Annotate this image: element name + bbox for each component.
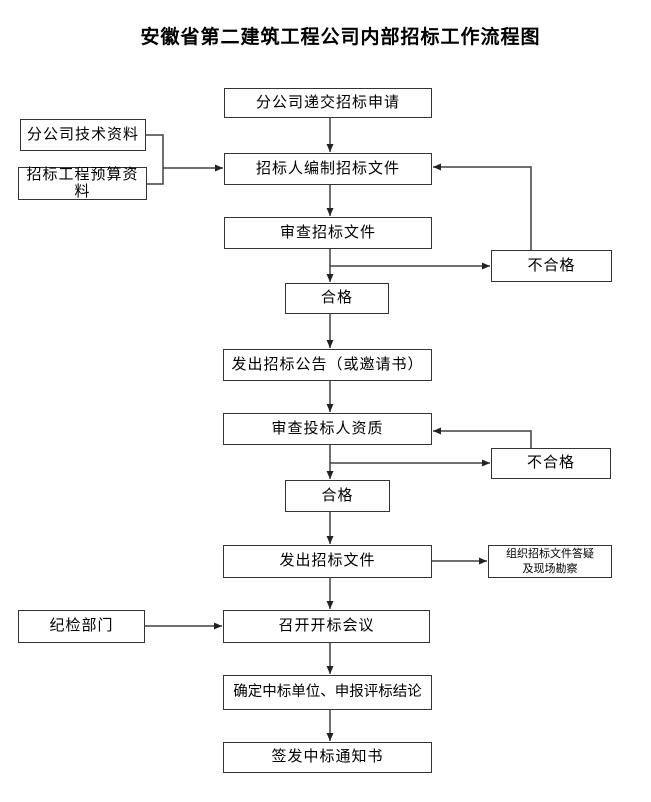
- node-determine-winner-report-conclusion: 确定中标单位、申报评标结论: [223, 675, 432, 710]
- node-label: 招标人编制招标文件: [255, 159, 400, 177]
- node-qualified-2: 合格: [285, 480, 390, 512]
- node-review-bid-documents: 审查招标文件: [224, 217, 432, 249]
- node-label: 合格: [321, 486, 354, 504]
- node-label: 纪检部门: [49, 617, 114, 635]
- node-label: 发出招标公告（或邀请书）: [231, 355, 424, 373]
- node-issue-bid-documents: 发出招标文件: [223, 545, 432, 578]
- page-title: 安徽省第二建筑工程公司内部招标工作流程图: [140, 27, 541, 48]
- node-label: 不合格: [527, 256, 576, 274]
- node-label: 审查投标人资质: [271, 419, 384, 437]
- node-organize-qa-site-survey: 组织招标文件答疑 及现场勘察: [488, 545, 612, 578]
- connector-tech-budget-bracket: [146, 134, 164, 185]
- node-label: 合格: [320, 289, 353, 307]
- node-project-budget-materials: 招标工程预算资料: [18, 166, 147, 200]
- node-issue-announcement: 发出招标公告（或邀请书）: [223, 349, 432, 381]
- node-label: 分公司技术资料: [26, 125, 139, 143]
- connector-fail2-loop-to-review-bidders: [433, 427, 532, 448]
- node-label: 组织招标文件答疑 及现场勘察: [506, 547, 594, 577]
- node-label: 确定中标单位、申报评标结论: [233, 683, 422, 700]
- node-label-line1: 组织招标文件答疑: [506, 547, 594, 560]
- node-label-line2: 及现场勘察: [522, 562, 578, 575]
- node-label: 审查招标文件: [279, 223, 376, 241]
- node-branch-submit-application: 分公司递交招标申请: [224, 88, 432, 118]
- node-label: 签发中标通知书: [271, 748, 384, 766]
- node-label: 分公司递交招标申请: [255, 93, 400, 111]
- node-unqualified-2: 不合格: [491, 448, 611, 479]
- connector-fail1-loop-to-compile: [433, 163, 532, 250]
- node-bid-opening-meeting: 召开开标会议: [223, 610, 430, 643]
- node-label: 发出招标文件: [279, 552, 376, 570]
- node-review-bidder-qualifications: 审查投标人资质: [223, 413, 432, 445]
- node-issue-award-notice: 签发中标通知书: [223, 742, 432, 773]
- node-qualified-1: 合格: [285, 283, 389, 314]
- node-unqualified-1: 不合格: [491, 250, 612, 282]
- node-discipline-inspection-dept: 纪检部门: [18, 610, 145, 643]
- node-label: 召开开标会议: [278, 617, 375, 635]
- node-label: 不合格: [526, 454, 575, 472]
- node-label: 招标工程预算资料: [26, 166, 139, 200]
- node-branch-technical-materials: 分公司技术资料: [20, 119, 146, 151]
- node-compile-bid-documents: 招标人编制招标文件: [224, 153, 432, 185]
